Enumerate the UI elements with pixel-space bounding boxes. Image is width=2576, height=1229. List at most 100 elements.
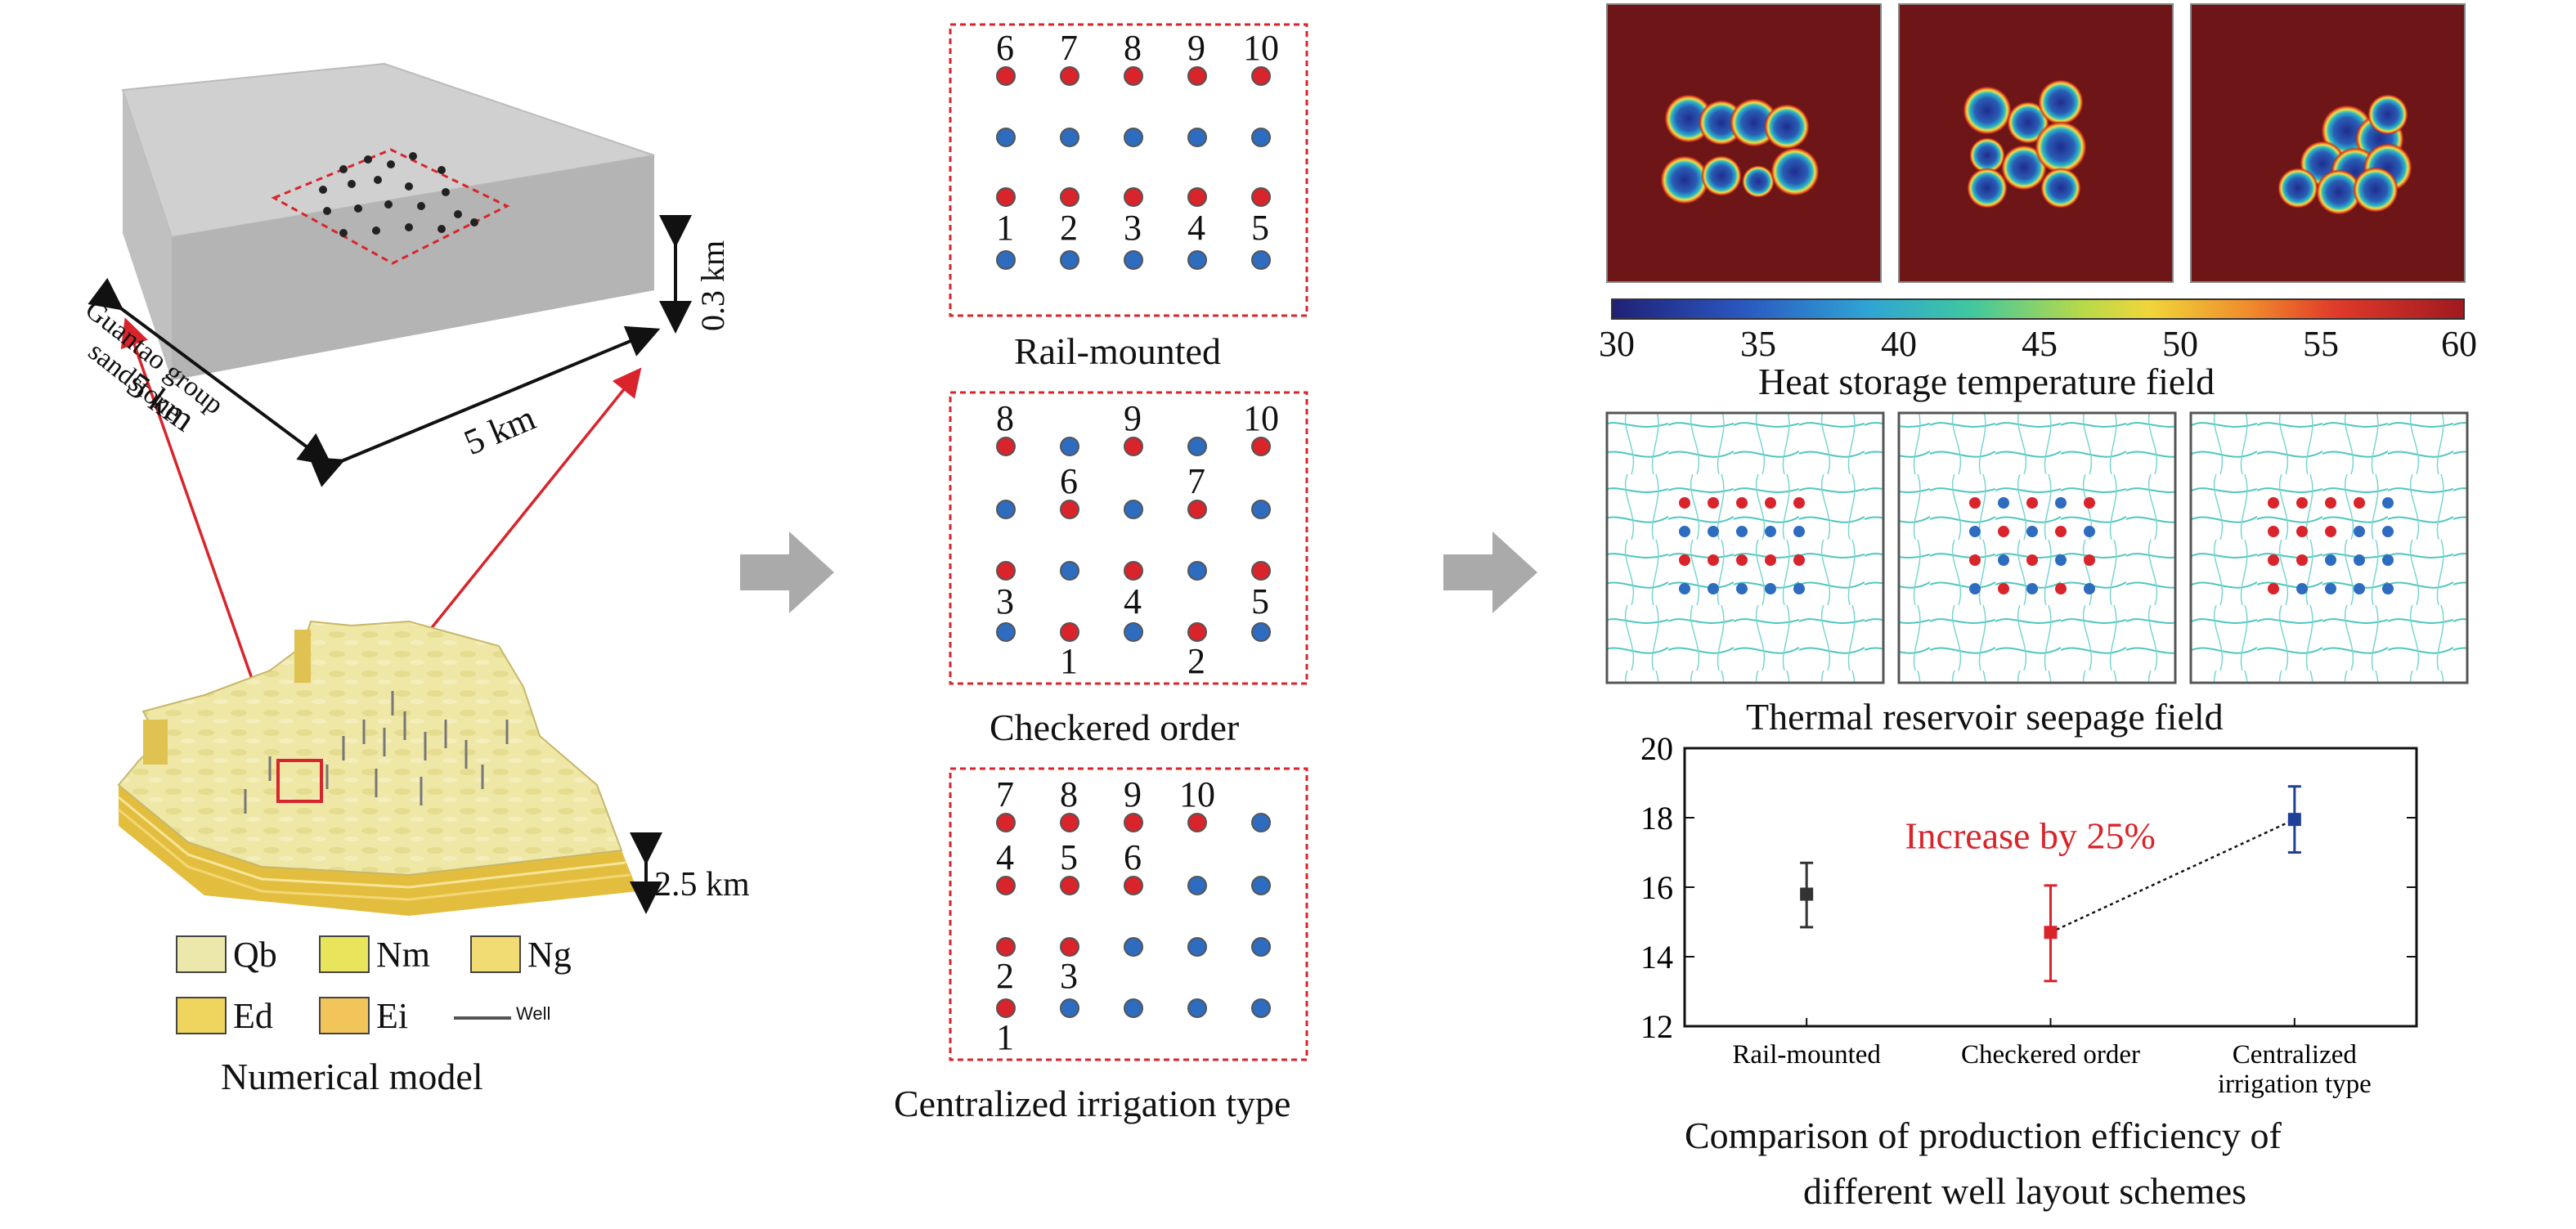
- temp-plumes-centralized: [2278, 94, 2412, 215]
- layout-caption-checkered: Checkered order: [990, 706, 1240, 748]
- legend-swatch-nm: [319, 935, 370, 973]
- well-number: 1: [1060, 641, 1078, 681]
- seepage-map-rail: [1605, 411, 1885, 684]
- well-number: 3: [1124, 208, 1142, 248]
- well-number: 6: [996, 28, 1014, 68]
- layout-caption-centralized: Centralized irrigation type: [894, 1083, 1291, 1124]
- well-number: 7: [1187, 461, 1205, 501]
- layout-rail-mounted: 6 7 8 9 10 1 2 3 4 5: [949, 23, 1308, 317]
- layout-checkered: 8 9 10 6 7 3 4 5 1 2: [949, 391, 1308, 685]
- layout-frame: [949, 767, 1308, 1061]
- well-number: 2: [1060, 208, 1078, 248]
- well-area-outline: [271, 148, 510, 265]
- well-number: 8: [1060, 774, 1078, 814]
- data-point: [1800, 887, 1814, 901]
- numerical-model-panel: Guantao group sandstone 0.3 km 5 km 5 km…: [0, 0, 750, 1229]
- y-tick-label: 18: [1640, 800, 1673, 837]
- terrain-depth-label: 2.5 km: [654, 866, 750, 904]
- layout-grid-centralized: [949, 767, 1308, 1061]
- well-number: 7: [1060, 28, 1078, 68]
- seepage-wells-rail: [1679, 497, 1805, 594]
- colorbar-tick: 55: [2303, 324, 2339, 364]
- layout-centralized: 7 8 9 10 4 5 6 2 3 1: [949, 767, 1308, 1061]
- production-wells: [1060, 813, 1271, 1018]
- production-wells: [996, 128, 1271, 270]
- layout-grid-checkered: [949, 391, 1308, 685]
- legend-item-well: Well: [446, 994, 609, 1034]
- colorbar-tick: 30: [1599, 324, 1635, 364]
- x-tick-label: Checkered order: [1961, 1040, 2140, 1070]
- well-number: 4: [1124, 581, 1142, 621]
- well-number: 10: [1243, 398, 1279, 438]
- numerical-model-caption: Numerical model: [221, 1056, 483, 1097]
- chart-annotation: Increase by 25%: [1905, 814, 2156, 856]
- terrain-surface: [117, 620, 623, 877]
- colorbar-tick: 35: [1740, 324, 1776, 364]
- seepage-map-centralized: [2189, 411, 2469, 684]
- terrain-block-a: [294, 630, 311, 683]
- legend-swatch-ng: [470, 935, 521, 973]
- well-number: 8: [996, 398, 1014, 438]
- data-point: [2044, 926, 2058, 940]
- flow-arrow-1: [740, 532, 834, 613]
- seepage-map-checkered: [1897, 411, 2177, 684]
- temperature-field-caption: Heat storage temperature field: [1758, 361, 2215, 402]
- trend-line: [2049, 818, 2296, 934]
- temperature-colorbar: [1611, 298, 2465, 320]
- block-well-dots: [319, 152, 478, 237]
- numerical-model-graphic: [88, 62, 692, 916]
- well-number: 10: [1179, 774, 1215, 814]
- well-number: 4: [996, 837, 1014, 877]
- legend-item-qb: Qb: [176, 932, 339, 975]
- well-number: 3: [1060, 956, 1078, 996]
- dim-depth-label: 0.3 km: [694, 240, 731, 331]
- well-number: 7: [996, 774, 1014, 814]
- y-tick-label: 12: [1640, 1008, 1673, 1045]
- chart-caption-line-2: different well layout schemes: [1803, 1170, 2247, 1212]
- well-number: 5: [1251, 208, 1269, 248]
- well-number: 2: [996, 956, 1014, 996]
- well-number: 1: [996, 1017, 1014, 1057]
- terrain-block-b: [143, 720, 168, 765]
- seepage-maps: [1605, 411, 2469, 684]
- well-number: 1: [996, 208, 1014, 248]
- temp-plumes-rail: [1660, 94, 1820, 204]
- seepage-wells-checkered: [1969, 497, 2095, 594]
- well-number: 3: [996, 581, 1014, 621]
- y-tick-label: 20: [1640, 736, 1673, 767]
- well-number: 6: [1060, 461, 1078, 501]
- well-number: 8: [1124, 28, 1142, 68]
- legend-item-nm: Nm: [319, 932, 482, 975]
- x-tick-label: Centralized: [2233, 1040, 2358, 1070]
- legend-item-ng: Ng: [470, 932, 634, 975]
- layout-caption-rail: Rail-mounted: [1014, 330, 1221, 372]
- well-number: 10: [1243, 28, 1279, 68]
- well-number: 9: [1124, 774, 1142, 814]
- terrain-layers: [119, 785, 638, 916]
- legend-item-ei: Ei: [319, 994, 482, 1036]
- strata-legend: Qb Nm Ng Ed Ei Well: [176, 932, 601, 1038]
- data-point: [2287, 813, 2301, 827]
- seepage-wells-centralized: [2268, 497, 2394, 594]
- terrain-zoom-box: [276, 759, 323, 803]
- layout-frame: [949, 23, 1308, 317]
- x-tick-label: irrigation type: [2218, 1070, 2372, 1099]
- colorbar-tick: 40: [1881, 324, 1917, 364]
- temp-plumes-checkered: [1963, 79, 2087, 209]
- injection-wells: [996, 66, 1271, 207]
- length-arrow: [308, 325, 661, 487]
- seepage-field-caption: Thermal reservoir seepage field: [1746, 696, 2224, 738]
- legend-item-ed: Ed: [176, 994, 339, 1036]
- well-number: 9: [1124, 398, 1142, 438]
- legend-swatch-ei: [319, 997, 370, 1034]
- well-number: 2: [1187, 641, 1205, 681]
- well-number: 5: [1060, 837, 1078, 877]
- flow-arrow-2: [1443, 532, 1537, 613]
- legend-swatch-ed: [176, 997, 227, 1034]
- injection-wells: [996, 437, 1271, 642]
- y-tick-label: 14: [1640, 939, 1673, 976]
- legend-swatch-qb: [176, 935, 227, 973]
- well-number: 5: [1251, 581, 1269, 621]
